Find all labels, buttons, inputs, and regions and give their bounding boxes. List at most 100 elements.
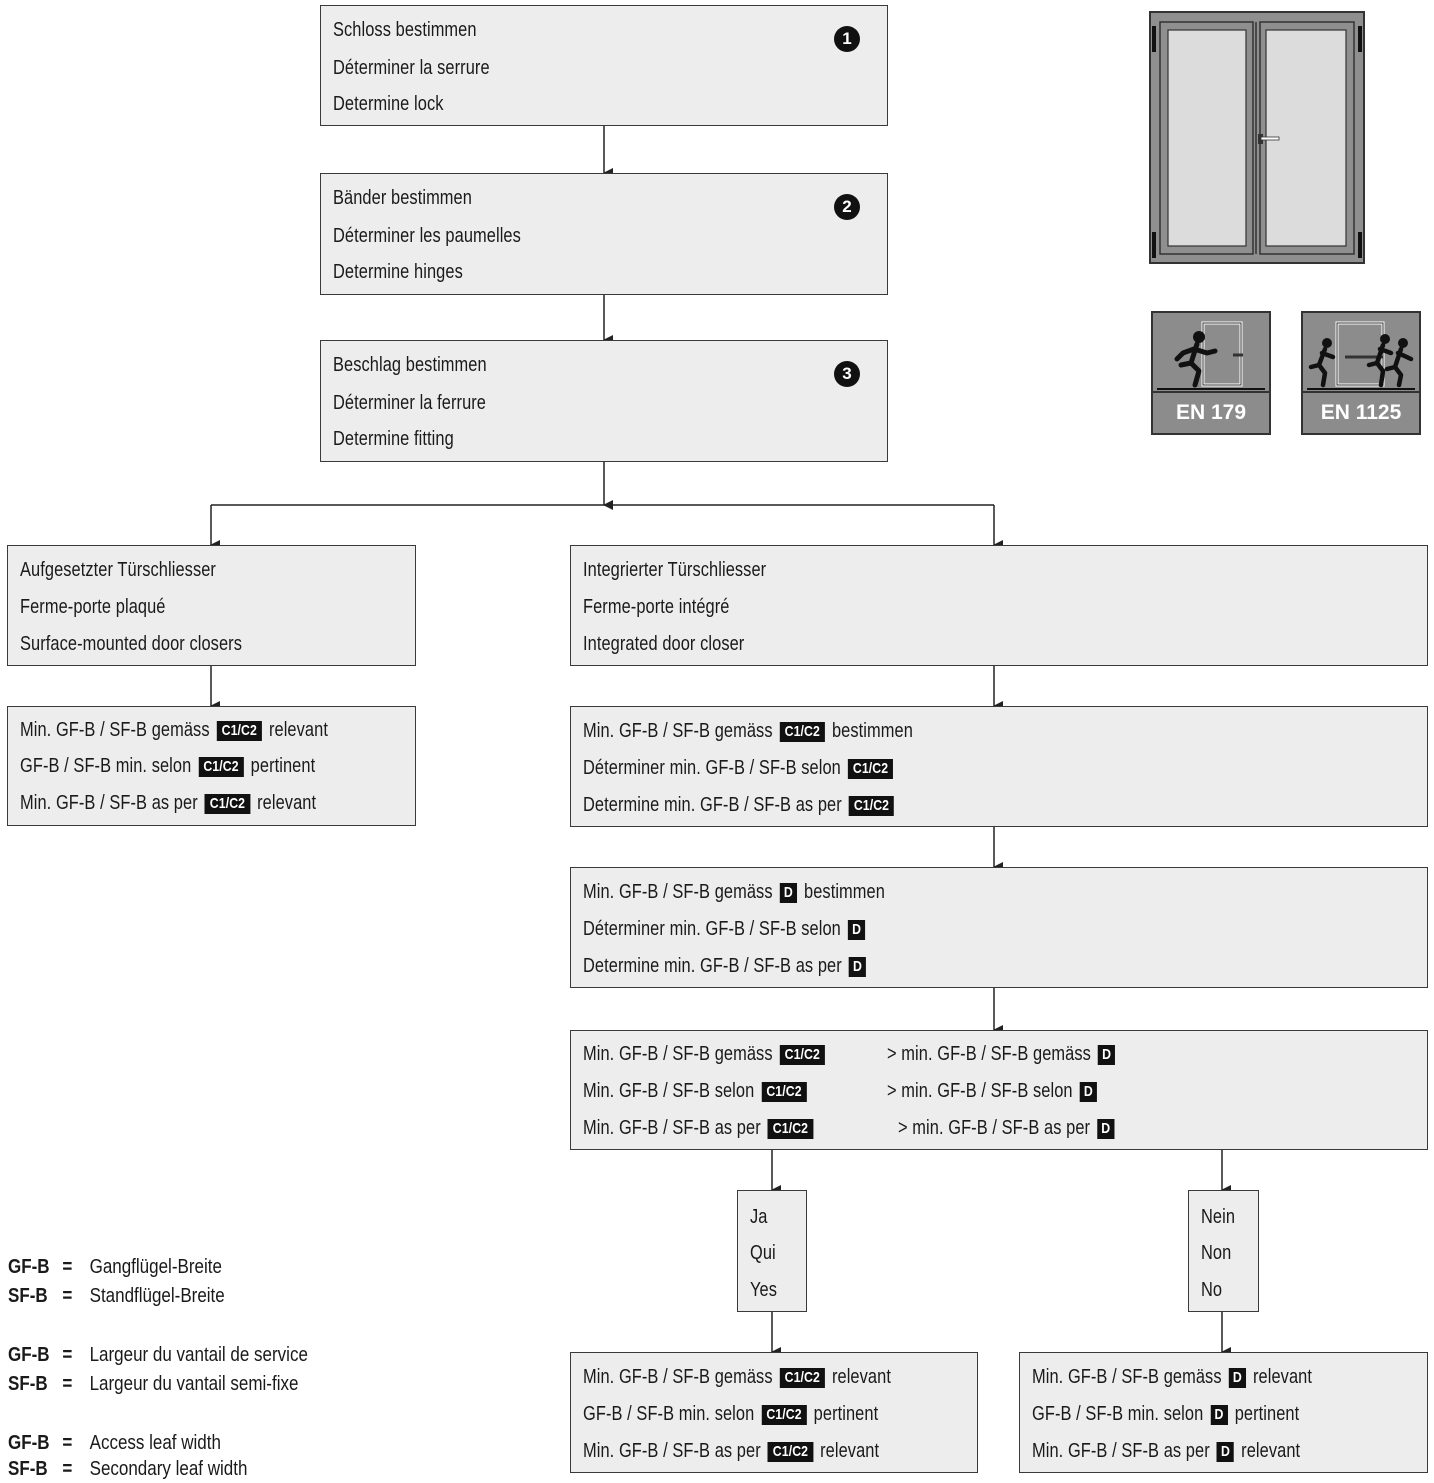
surface-closer-line-en: Surface-mounted door closers	[20, 633, 242, 655]
yes-result-line-en: Min. GF-B / SF-B as per C1/C2 relevant	[583, 1439, 879, 1463]
legend-eq: =	[62, 1432, 73, 1454]
c1c2-det-l2-text: Déterminer min. GF-B / SF-B selon	[583, 757, 841, 779]
legend-text: Access leaf width	[89, 1432, 221, 1454]
surface-closer-box: Aufgesetzter Türschliesser Ferme-porte p…	[7, 545, 416, 666]
step-2-number-icon: 2	[834, 194, 860, 220]
legend-item: SF-B=Largeur du vantail semi-fixe	[8, 1373, 298, 1396]
c1c2-tag: C1/C2	[761, 1082, 807, 1102]
legend-item: GF-B=Access leaf width	[8, 1432, 221, 1455]
c1c2-tag: C1/C2	[779, 1368, 825, 1388]
step-1-line-de: Schloss bestimmen	[333, 19, 477, 41]
step-1-box: Schloss bestimmen Déterminer la serrure …	[320, 5, 888, 126]
integrated-closer-line-en: Integrated door closer	[583, 633, 745, 655]
c1c2-det-line-fr: Déterminer min. GF-B / SF-B selon C1/C2	[583, 756, 896, 780]
en179-badge: EN 179	[1151, 311, 1271, 435]
legend-eq: =	[62, 1256, 73, 1278]
left-result-line-de: Min. GF-B / SF-B gemäss C1/C2 relevant	[20, 718, 328, 742]
step-3-line-de: Beschlag bestimmen	[333, 354, 487, 376]
legend-eq: =	[62, 1458, 73, 1480]
en1125-label: EN 1125	[1303, 391, 1419, 433]
legend-item: SF-B=Secondary leaf width	[8, 1458, 247, 1481]
integrated-closer-box: Integrierter Türschliesser Ferme-porte i…	[570, 545, 1428, 666]
step-3-line-en: Determine fitting	[333, 428, 454, 450]
yes-result-l2-text: GF-B / SF-B min. selon	[583, 1403, 755, 1425]
no-result-line-de: Min. GF-B / SF-B gemäss D relevant	[1032, 1365, 1312, 1389]
yes-result-line-fr: GF-B / SF-B min. selon C1/C2 pertinent	[583, 1402, 878, 1426]
legend-abbr: GF-B	[8, 1344, 50, 1366]
c1c2-tag: C1/C2	[198, 757, 244, 777]
step-3-line-fr: Déterminer la ferrure	[333, 392, 487, 414]
compare-line-fr-right: > min. GF-B / SF-B selon D	[887, 1079, 1099, 1103]
c1c2-tag: C1/C2	[848, 796, 895, 816]
d-tag: D	[1098, 1045, 1116, 1065]
yes-result-line-de: Min. GF-B / SF-B gemäss C1/C2 relevant	[583, 1365, 891, 1389]
no-result-l1-post: relevant	[1253, 1366, 1313, 1388]
no-line-fr: Non	[1201, 1242, 1232, 1264]
compare-line-fr: Min. GF-B / SF-B selon C1/C2	[583, 1079, 809, 1103]
c1c2-tag: C1/C2	[216, 721, 262, 741]
step-3-box: Beschlag bestimmen Déterminer la ferrure…	[320, 340, 888, 462]
surface-closer-result-box: Min. GF-B / SF-B gemäss C1/C2 relevant G…	[7, 706, 416, 826]
left-result-l2-text: GF-B / SF-B min. selon	[20, 755, 192, 777]
legend-abbr: GF-B	[8, 1256, 50, 1278]
no-result-line-en: Min. GF-B / SF-B as per D relevant	[1032, 1439, 1300, 1463]
yes-result-l1-post: relevant	[831, 1366, 891, 1388]
d-tag: D	[1228, 1368, 1246, 1388]
compare-line-de-right: > min. GF-B / SF-B gemäss D	[887, 1042, 1118, 1066]
d-det-l2-text: Déterminer min. GF-B / SF-B selon	[583, 918, 841, 940]
legend-item: GF-B=Gangflügel-Breite	[8, 1256, 222, 1279]
no-line-de: Nein	[1201, 1206, 1236, 1228]
d-det-line-de: Min. GF-B / SF-B gemäss D bestimmen	[583, 880, 885, 904]
step-2-box: Bänder bestimmen Déterminer les paumelle…	[320, 173, 888, 295]
yes-line-en: Yes	[750, 1279, 778, 1301]
legend-eq: =	[62, 1344, 73, 1366]
step-2-line-fr: Déterminer les paumelles	[333, 225, 521, 247]
legend-text: Standflügel-Breite	[89, 1285, 225, 1307]
c1c2-det-line-de: Min. GF-B / SF-B gemäss C1/C2 bestimmen	[583, 719, 913, 743]
legend-item: GF-B=Largeur du vantail de service	[8, 1344, 308, 1367]
en179-label: EN 179	[1153, 391, 1269, 433]
c1c2-tag: C1/C2	[204, 794, 251, 814]
step-3-number-icon: 3	[834, 361, 860, 387]
d-tag: D	[1079, 1082, 1097, 1102]
compare-l2-left: Min. GF-B / SF-B selon	[583, 1080, 755, 1102]
legend-abbr: SF-B	[8, 1373, 48, 1395]
left-result-l2-post: pertinent	[250, 755, 316, 777]
step-1-number-icon: 1	[834, 26, 860, 52]
left-result-line-en: Min. GF-B / SF-B as per C1/C2 relevant	[20, 791, 316, 815]
surface-closer-line-de: Aufgesetzter Türschliesser	[20, 559, 216, 581]
compare-l2-right: > min. GF-B / SF-B selon	[887, 1080, 1073, 1102]
compare-line-de: Min. GF-B / SF-B gemäss C1/C2	[583, 1042, 827, 1066]
legend-abbr: SF-B	[8, 1285, 48, 1307]
compare-l1-right: > min. GF-B / SF-B gemäss	[887, 1043, 1091, 1065]
left-result-l3-post: relevant	[257, 792, 317, 814]
c1c2-det-line-en: Determine min. GF-B / SF-B as per C1/C2	[583, 793, 896, 817]
compare-line-en-right: > min. GF-B / SF-B as per D	[898, 1116, 1117, 1140]
integrated-closer-line-de: Integrierter Türschliesser	[583, 559, 767, 581]
no-result-l2-text: GF-B / SF-B min. selon	[1032, 1403, 1204, 1425]
double-door-icon	[1149, 11, 1365, 264]
yes-box: Ja Qui Yes	[737, 1190, 807, 1312]
compare-line-en: Min. GF-B / SF-B as per C1/C2	[583, 1116, 815, 1140]
d-tag: D	[1210, 1405, 1228, 1425]
left-result-l1-text: Min. GF-B / SF-B gemäss	[20, 719, 210, 741]
left-result-l1-post: relevant	[268, 719, 328, 741]
c1c2-tag: C1/C2	[761, 1405, 807, 1425]
yes-line-fr: Qui	[750, 1242, 776, 1264]
step-2-line-de: Bänder bestimmen	[333, 187, 472, 209]
d-det-l1-post: bestimmen	[804, 881, 885, 903]
integrated-closer-line-fr: Ferme-porte intégré	[583, 596, 730, 618]
step-1-line-fr: Déterminer la serrure	[333, 57, 490, 79]
legend-abbr: SF-B	[8, 1458, 48, 1480]
c1c2-tag: C1/C2	[779, 722, 825, 742]
d-tag: D	[779, 883, 797, 903]
d-tag: D	[1216, 1442, 1235, 1462]
d-det-l3-text: Determine min. GF-B / SF-B as per	[583, 955, 842, 977]
no-result-l2-post: pertinent	[1234, 1403, 1300, 1425]
surface-closer-line-fr: Ferme-porte plaqué	[20, 596, 166, 618]
yes-result-l3-text: Min. GF-B / SF-B as per	[583, 1440, 761, 1462]
legend-eq: =	[62, 1285, 73, 1307]
c1c2-det-l1-text: Min. GF-B / SF-B gemäss	[583, 720, 773, 742]
panic-exit-multiple-persons-icon	[1307, 321, 1415, 390]
d-det-line-fr: Déterminer min. GF-B / SF-B selon D	[583, 917, 868, 941]
